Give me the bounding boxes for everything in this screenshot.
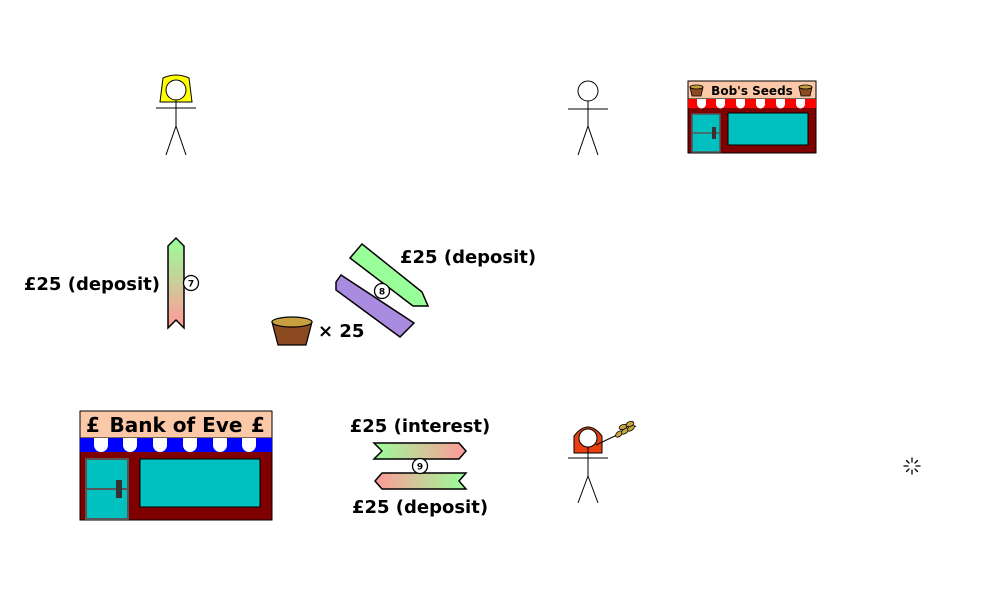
farmer-with-wheat-icon <box>568 420 637 504</box>
bank-currency-right: £ <box>251 413 265 437</box>
flow-9-top-label: £25 (interest) <box>350 416 491 437</box>
flow-8-goods-label: × 25 <box>318 321 364 342</box>
flow-9-bottom-label: £25 (deposit) <box>352 497 488 518</box>
flow-8-step: 8 <box>379 288 385 298</box>
loading-spinner-icon <box>903 457 921 475</box>
seeds-shop: Bob's Seeds <box>687 80 817 154</box>
flow-9-step: 9 <box>417 463 423 473</box>
person-icon <box>568 80 608 156</box>
seed-pot-icon <box>271 316 313 346</box>
flow-7-step: 7 <box>188 280 194 290</box>
bank-shop: £ Bank of Eve £ <box>79 410 273 521</box>
seed-pot-icon <box>689 84 704 97</box>
flow-9-step-badge <box>411 457 429 475</box>
bank-shop-name: Bank of Eve <box>110 413 243 437</box>
flow-7-arrow: 7 <box>167 236 200 330</box>
flow-9-interest-arrow <box>372 442 467 460</box>
bank-currency-left: £ <box>86 413 100 437</box>
flow-8-goods-arrow <box>335 273 416 338</box>
seeds-shop-name: Bob's Seeds <box>711 84 793 98</box>
flow-7-label: £25 (deposit) <box>24 274 160 295</box>
person-with-yellow-hair-icon <box>156 74 196 156</box>
seed-pot-icon <box>798 84 813 97</box>
flow-8-money-arrow <box>348 242 430 307</box>
flow-9-deposit-arrow <box>374 472 468 490</box>
flow-8-label: £25 (deposit) <box>400 247 536 268</box>
flow-8-step-badge <box>373 282 391 300</box>
